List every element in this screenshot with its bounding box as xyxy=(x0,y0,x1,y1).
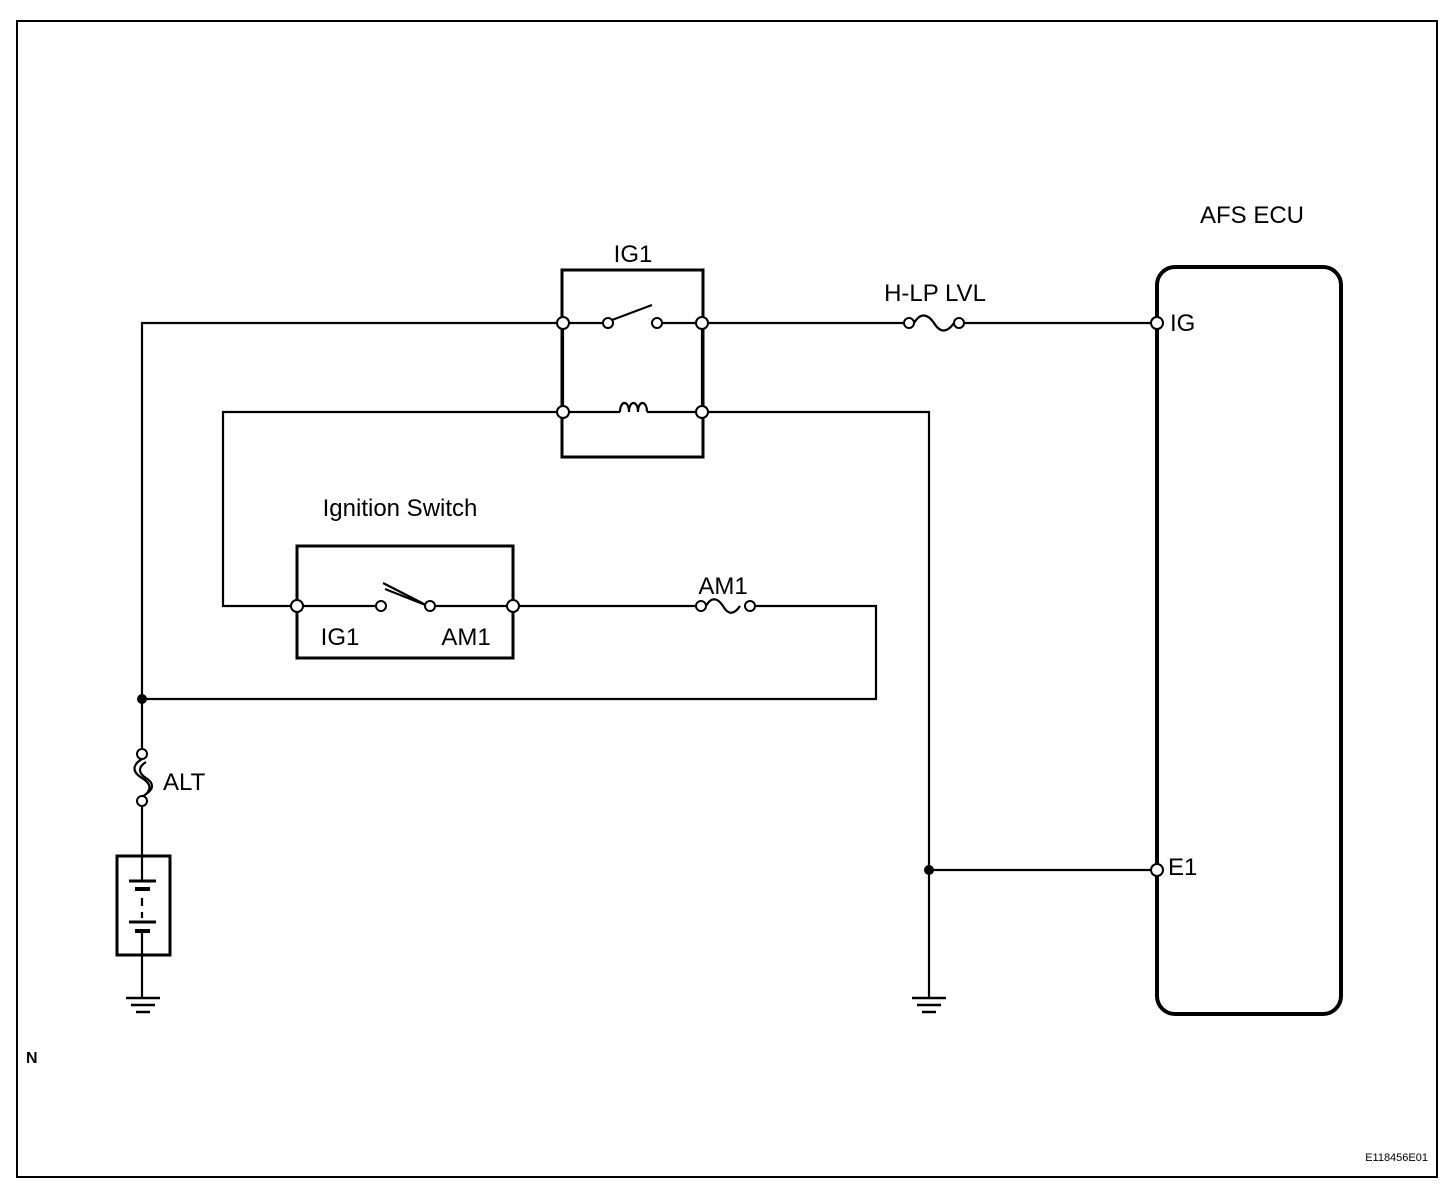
corner-mark: N xyxy=(26,1050,38,1067)
ecu-title: AFS ECU xyxy=(1200,202,1304,229)
wire-am1-fuse-to-junction xyxy=(142,604,878,701)
ignition-switch-ig1-label: IG1 xyxy=(321,624,360,651)
ignition-switch-title: Ignition Switch xyxy=(323,495,478,522)
relay-terminal xyxy=(556,405,570,419)
outer-frame xyxy=(16,20,1438,1178)
ecu-terminal-e1 xyxy=(1150,863,1164,877)
wire-coil-to-ignition-ig1 xyxy=(221,410,556,608)
hlp-fuse-label: H-LP LVL xyxy=(884,280,986,307)
relay-terminal xyxy=(695,405,709,419)
alt-fuse-label: ALT xyxy=(163,769,206,796)
ground-icon xyxy=(126,996,160,1014)
ig1-relay xyxy=(556,268,709,459)
relay-terminal xyxy=(556,316,570,330)
fuse-icon xyxy=(903,314,965,332)
ecu-pin-ig-label: IG xyxy=(1170,310,1195,337)
coil-icon xyxy=(563,401,702,414)
ignition-switch xyxy=(290,544,520,660)
relay-terminal xyxy=(695,316,709,330)
battery-icon xyxy=(115,854,172,957)
ignition-switch-contact-icon xyxy=(297,582,513,612)
ecu-pin-e1-label: E1 xyxy=(1168,854,1197,881)
junction-dot xyxy=(137,694,147,704)
fuse-icon xyxy=(133,748,154,807)
ignition-terminal-am1 xyxy=(506,599,520,613)
relay-switch-icon xyxy=(563,303,702,329)
ecu-terminal-ig xyxy=(1150,316,1164,330)
wire-coil-to-ground xyxy=(708,410,931,997)
ignition-terminal-ig1 xyxy=(290,599,304,613)
figure-code: E118456E01 xyxy=(1365,1152,1428,1164)
relay-title: IG1 xyxy=(614,241,653,268)
am1-fuse-label: AM1 xyxy=(698,573,747,600)
fuse-icon xyxy=(695,598,756,614)
wire-junction-to-relay-contact xyxy=(140,321,556,699)
afs-ecu xyxy=(1150,265,1343,1016)
ignition-switch-am1-label: AM1 xyxy=(441,624,490,651)
ground-icon xyxy=(912,996,946,1014)
junction-dot xyxy=(924,865,934,875)
